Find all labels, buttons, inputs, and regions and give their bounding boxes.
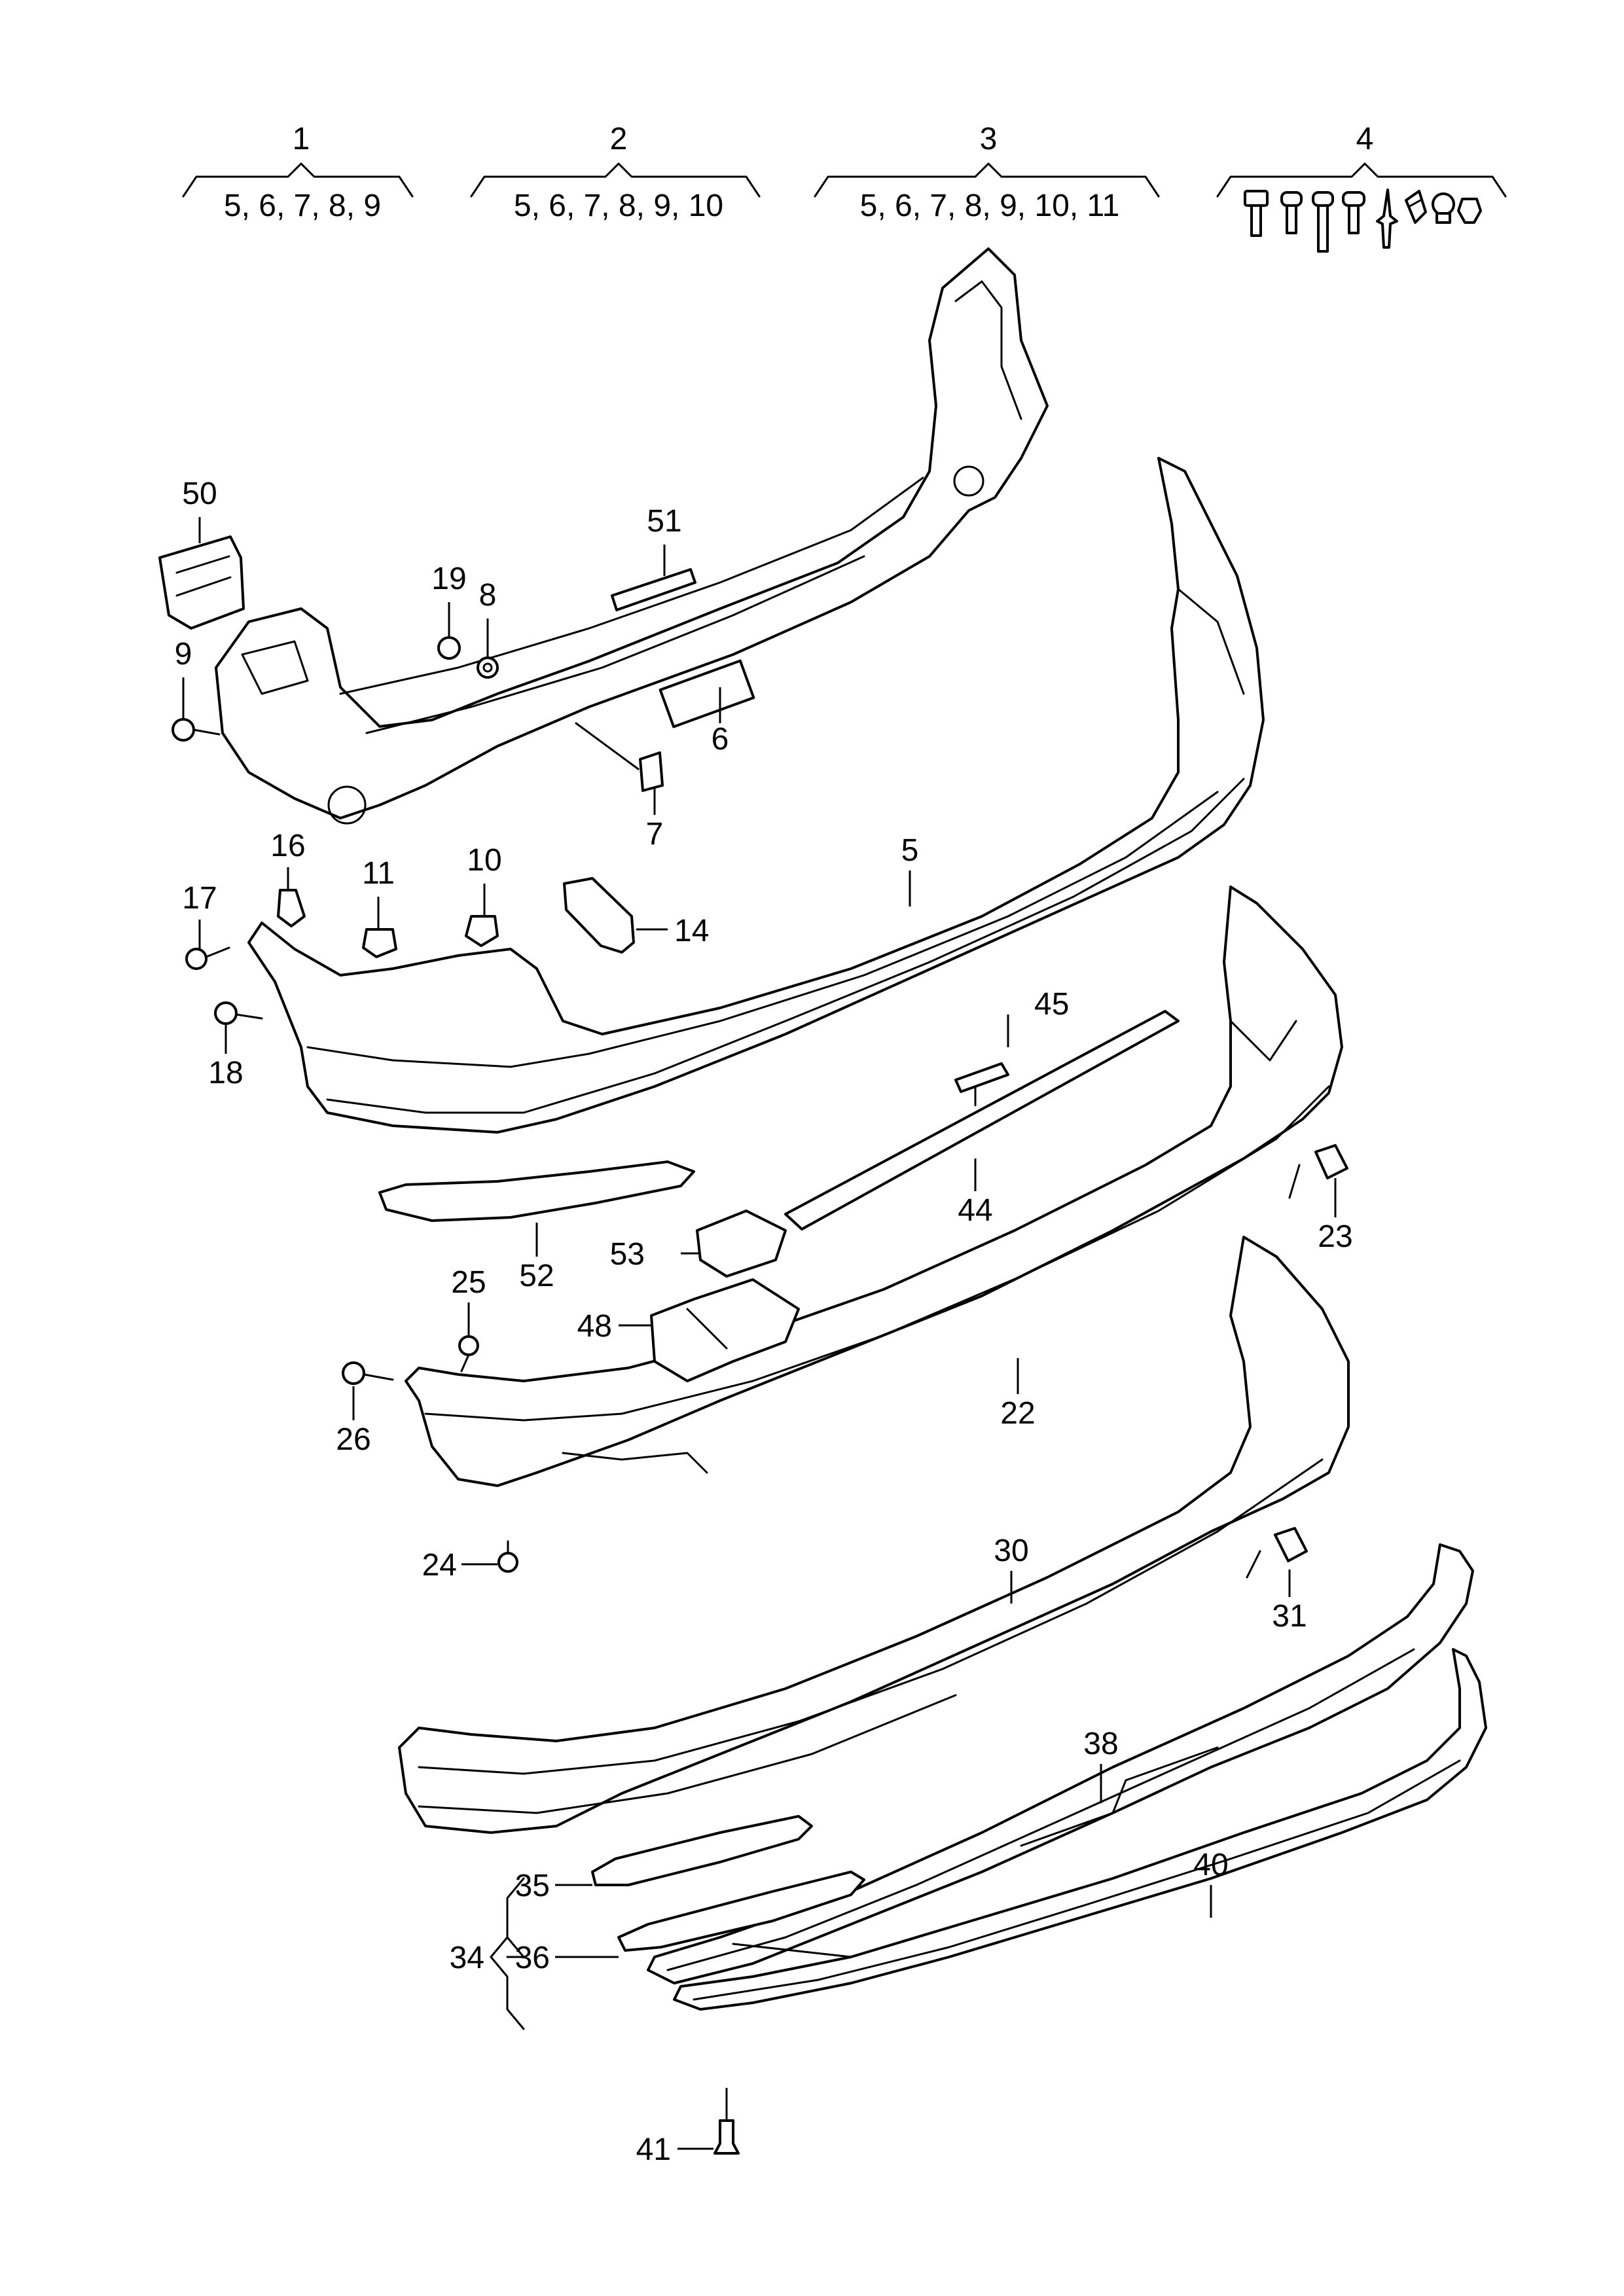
callout-34: 34 — [450, 1941, 484, 1975]
group-contents: 5, 6, 7, 8, 9 — [224, 188, 381, 223]
bumper-carrier — [215, 247, 1049, 825]
callout-30: 30 — [994, 1534, 1028, 1568]
callout-38: 38 — [1083, 1727, 1118, 1761]
group-number: 4 — [1356, 122, 1374, 156]
callout-18: 18 — [208, 1056, 243, 1090]
header-group-3: 3 5, 6, 7, 8, 9, 10, 11 — [814, 122, 1160, 223]
fastener-icons — [1244, 188, 1482, 253]
group-contents: 5, 6, 7, 8, 9, 10, 11 — [860, 188, 1120, 223]
part-50-bracket — [158, 535, 245, 630]
nut-icon — [1432, 192, 1455, 224]
callout-22: 22 — [1000, 1396, 1035, 1431]
bolt-icon — [1244, 190, 1269, 237]
part-9-bolt — [171, 718, 221, 742]
part-31-cap — [1246, 1527, 1308, 1579]
callout-26: 26 — [336, 1422, 370, 1457]
part-14-pad — [563, 877, 635, 954]
part-17-screw — [185, 946, 230, 970]
group-contents: 5, 6, 7, 8, 9, 10 — [514, 188, 723, 223]
callout-41: 41 — [636, 2132, 671, 2167]
callout-35: 35 — [515, 1869, 550, 1903]
group-number: 1 — [293, 122, 310, 156]
group-number: 3 — [980, 122, 998, 156]
part-38-insert — [647, 1543, 1474, 1984]
part-30-diffuser — [398, 1236, 1350, 1834]
callout-52: 52 — [519, 1259, 554, 1293]
callout-8: 8 — [479, 578, 497, 613]
part-24-screw — [497, 1540, 518, 1573]
group-number: 2 — [610, 122, 628, 156]
header-group-1: 1 5, 6, 7, 8, 9 — [182, 122, 414, 223]
callout-labels: 50 51 19 8 9 6 7 16 17 11 10 14 5 18 45 … — [175, 476, 1353, 2167]
callout-48: 48 — [577, 1309, 612, 1344]
callout-40: 40 — [1193, 1848, 1228, 1882]
part-40-spoiler — [673, 1648, 1487, 2011]
callout-10: 10 — [467, 843, 501, 878]
part-25-screw — [458, 1335, 479, 1372]
callout-51: 51 — [647, 504, 681, 539]
callout-7: 7 — [646, 817, 664, 852]
bolt-icon — [1280, 191, 1303, 234]
header-group-4: 4 — [1216, 122, 1507, 253]
pin-icon — [1376, 188, 1398, 249]
callout-53: 53 — [610, 1237, 645, 1272]
part-5-bumper-cover — [247, 457, 1265, 1134]
part-45-strip — [954, 1062, 1009, 1093]
callout-25: 25 — [451, 1265, 486, 1300]
part-8-washer — [477, 656, 499, 679]
part-35-strip — [591, 1815, 813, 1886]
callout-9: 9 — [175, 637, 192, 672]
part-36-strip — [617, 1871, 865, 1952]
leader-lines — [182, 517, 1337, 2150]
callout-14: 14 — [674, 914, 709, 948]
header-group-2: 2 5, 6, 7, 8, 9, 10 — [470, 122, 761, 223]
part-51-strip — [611, 568, 696, 611]
part-10-nut — [465, 915, 499, 947]
part-23-cap — [1288, 1144, 1348, 1199]
callout-50: 50 — [182, 476, 217, 511]
bolt-icon — [1342, 191, 1365, 234]
callout-19: 19 — [431, 562, 466, 596]
part-52-trim-strip — [378, 1160, 695, 1222]
part-18-bolt — [214, 1001, 263, 1025]
callout-17: 17 — [182, 881, 217, 916]
callout-45: 45 — [1034, 987, 1069, 1022]
part-19-nut — [437, 636, 461, 660]
part-48-holder — [650, 1278, 800, 1382]
callout-6: 6 — [712, 722, 729, 757]
bolt-icon — [1312, 191, 1334, 253]
part-7-clip — [575, 722, 664, 792]
part-26-bolt — [342, 1361, 394, 1385]
callout-16: 16 — [270, 829, 305, 863]
callout-44: 44 — [958, 1193, 992, 1228]
callout-36: 36 — [515, 1941, 550, 1975]
part-41-screw — [713, 2119, 740, 2155]
part-22-bumper-lower — [405, 886, 1343, 1487]
clip-icon — [1405, 190, 1427, 224]
part-16-clip — [277, 889, 306, 927]
callout-24: 24 — [422, 1548, 457, 1583]
callout-5: 5 — [901, 833, 919, 868]
callout-11: 11 — [362, 856, 395, 891]
part-53-connector — [696, 1210, 787, 1278]
callout-31: 31 — [1272, 1599, 1307, 1634]
rivet-icon — [1457, 198, 1482, 224]
part-44-rod — [784, 1010, 1180, 1230]
callout-23: 23 — [1318, 1219, 1352, 1254]
part-11-nut — [362, 928, 397, 958]
